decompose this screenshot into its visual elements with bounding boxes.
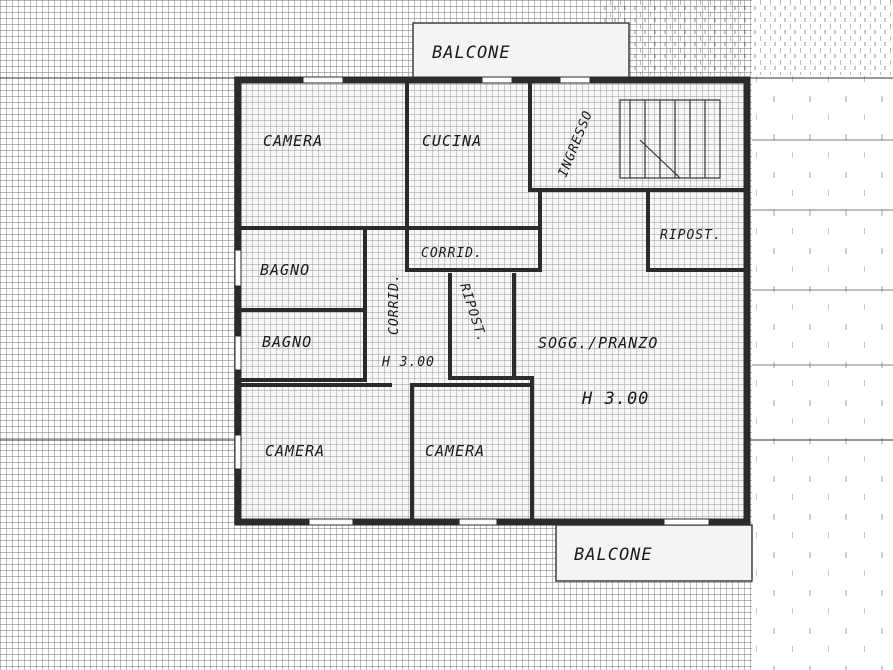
- room-label-balcone-top: BALCONE: [432, 43, 511, 63]
- height-label-center: H 3.00: [381, 355, 435, 370]
- interior-walls: [240, 80, 749, 524]
- room-label-cucina: CUCINA: [422, 132, 482, 150]
- room-label-corrid-v: CORRID.: [387, 273, 402, 335]
- room-label-balcone-bottom: BALCONE: [574, 545, 653, 565]
- room-label-camera-sw: CAMERA: [265, 442, 325, 460]
- height-label-living: H 3.00: [581, 389, 649, 409]
- balcony-bottom: [555, 524, 753, 582]
- stair-symbol: [619, 99, 721, 179]
- room-label-camera-s: CAMERA: [425, 442, 485, 460]
- room-label-corrid-h: CORRID.: [421, 246, 483, 261]
- room-label-bagno-2: BAGNO: [262, 333, 312, 351]
- room-label-ripost-ne: RIPOST.: [660, 228, 722, 243]
- background-grid-top: [600, 0, 893, 75]
- room-label-camera-nw: CAMERA: [263, 132, 323, 150]
- windows: [234, 76, 710, 526]
- room-label-bagno-1: BAGNO: [260, 261, 310, 279]
- balcony-top: [412, 22, 630, 79]
- background-grid-right: [752, 70, 893, 670]
- room-label-sogg-pranzo: SOGG./PRANZO: [538, 334, 658, 352]
- building-interior-grid: [242, 82, 747, 522]
